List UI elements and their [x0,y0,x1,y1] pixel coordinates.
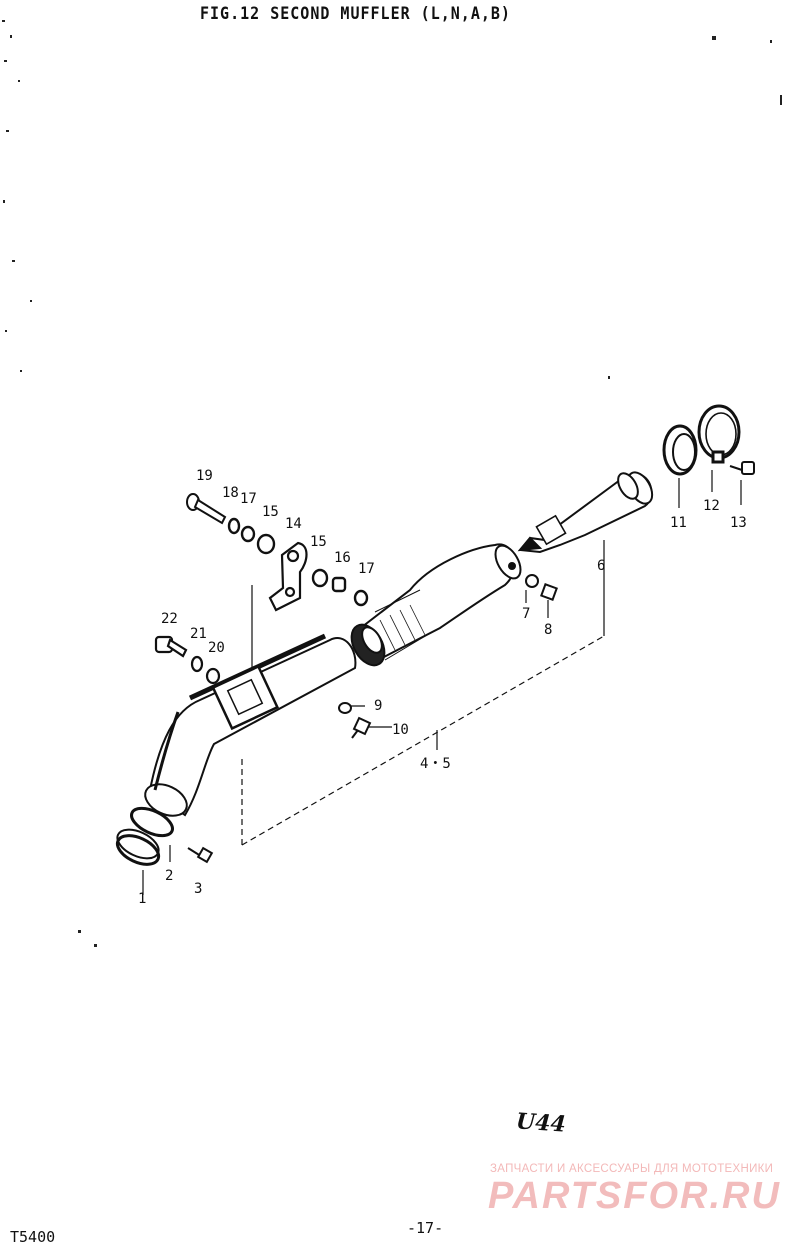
bolt-19 [186,493,227,525]
watermark-logo: PARTSFOR.RU [488,1175,781,1217]
callout-12: 12 [703,498,720,514]
exhaust-pipe [144,633,357,817]
callout-11: 11 [670,515,687,531]
muffler-bracket-14 [268,541,308,612]
washers-18-17 [227,517,256,543]
callout-21: 21 [190,626,207,642]
callout-18: 18 [222,485,239,501]
washer-9-bolt-10 [338,702,372,739]
muffler-body [350,543,522,667]
callout-7: 7 [522,606,530,622]
callout-17-washer: 17 [240,491,257,507]
callout-9: 9 [374,698,382,714]
gasket-ring-1 [115,828,161,866]
callout-19: 19 [196,468,213,484]
nut-15b-16-17 [311,568,369,607]
callout-17-nut: 17 [358,561,375,577]
bolt-13 [729,461,755,475]
gasket-11 [662,424,698,476]
page-number: -17- [407,1219,444,1237]
model-code: T5400 [10,1228,56,1246]
figure-title: FIG.12 SECOND MUFFLER (L,N,A,B) [200,2,511,24]
stamp-code: U44 [515,1108,567,1138]
callout-6: 6 [597,558,605,574]
callout-labels: 1 2 3 4・5 6 7 8 9 10 11 12 13 14 15 15 1… [138,468,747,907]
callout-1: 1 [138,891,146,907]
callout-15-collar: 15 [262,504,279,520]
bolt-3 [187,846,214,864]
clamp-ring-2 [130,806,174,838]
clamp-12 [697,404,741,464]
callout-22: 22 [161,611,178,627]
callout-2: 2 [165,868,173,884]
callout-10: 10 [392,722,409,738]
callout-16: 16 [334,550,351,566]
callout-4-5: 4・5 [420,756,451,772]
watermark-tagline: ЗАПЧАСТИ И АКСЕССУАРЫ ДЛЯ МОТОТЕХНИКИ [490,1163,774,1175]
callout-13: 13 [730,515,747,531]
washer-7-bolt-8 [525,574,558,601]
callout-14: 14 [285,516,302,532]
scan-noise [2,20,782,947]
collar-15a [256,533,276,555]
callout-20: 20 [208,640,225,656]
bolt-22-washers-21-20 [154,635,221,685]
callout-3: 3 [194,881,202,897]
tail-pipe [517,471,654,554]
callout-8: 8 [544,622,552,638]
leader-lines [142,470,742,895]
callout-15-nut: 15 [310,534,327,550]
